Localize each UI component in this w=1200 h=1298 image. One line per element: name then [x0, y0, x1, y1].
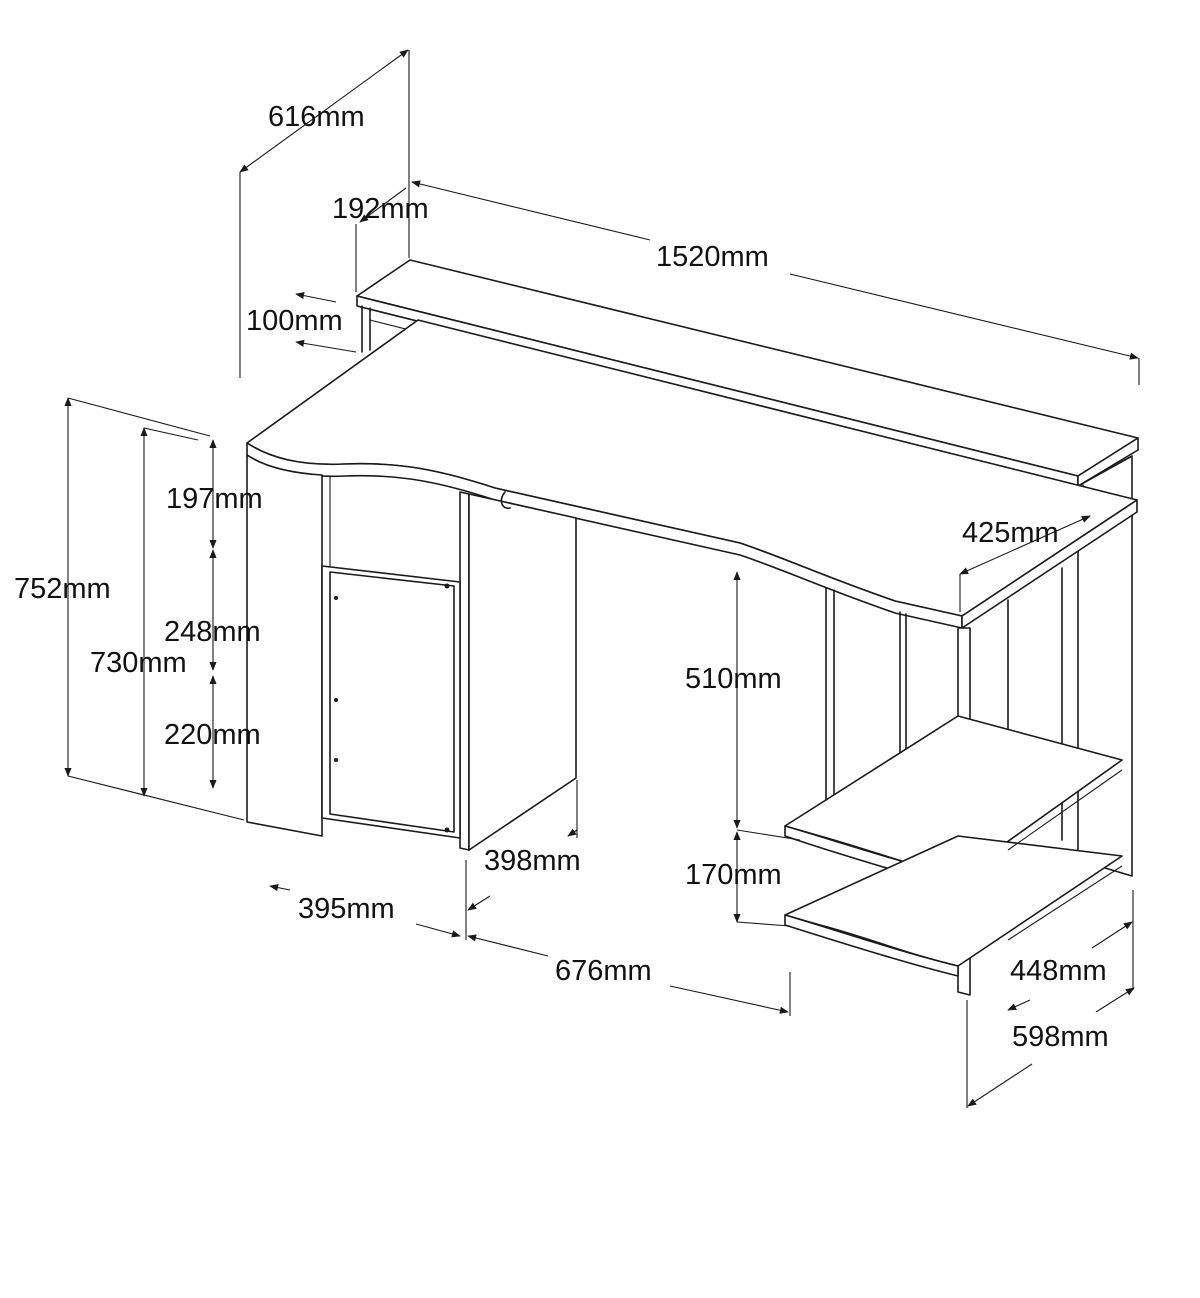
- dim-line-100-bottom: [295, 339, 357, 353]
- dim-line-398-top: [567, 828, 578, 837]
- desk-body: [246, 259, 1139, 996]
- dim-line-395-a: [269, 884, 291, 892]
- label-425: 425mm: [962, 517, 1059, 549]
- label-730: 730mm: [90, 647, 187, 679]
- dim-line-676-a: [467, 934, 549, 957]
- shelf-pin-1: [334, 596, 338, 600]
- dim-line-598-a: [967, 1063, 1033, 1107]
- label-752: 752mm: [14, 573, 111, 605]
- ext-730-top: [143, 427, 199, 441]
- dim-line-1520-a: [411, 180, 651, 241]
- label-616: 616mm: [268, 101, 365, 133]
- right-shelf-back-edge: [1007, 769, 1123, 941]
- dim-line-448-a: [1091, 921, 1133, 949]
- label-510: 510mm: [685, 663, 782, 695]
- label-170: 170mm: [685, 859, 782, 891]
- ext-170-bottom: [736, 921, 791, 927]
- dim-line-1520-b: [789, 273, 1139, 360]
- label-598: 598mm: [1012, 1021, 1109, 1053]
- label-395: 395mm: [298, 893, 395, 925]
- ext-752-bottom: [67, 775, 245, 821]
- left-cabinet-back: [329, 476, 461, 583]
- shelf-leg-left: [361, 305, 371, 353]
- label-398: 398mm: [484, 845, 581, 877]
- dimension-labels: 616mm 192mm 1520mm 100mm 425mm 197mm 752…: [14, 101, 1109, 1053]
- headphone-hook: [500, 491, 511, 510]
- dim-line-398-bottom: [467, 895, 491, 911]
- dim-line-616: [239, 49, 409, 173]
- dimension-lines: [64, 49, 1140, 1108]
- dim-line-425: [959, 515, 1091, 575]
- label-192: 192mm: [332, 193, 429, 225]
- shelf-pin-3: [334, 758, 338, 762]
- dim-line-100-top: [295, 292, 337, 303]
- label-248: 248mm: [164, 616, 261, 648]
- right-shelf-lower: [784, 835, 1123, 967]
- ext-752-top: [67, 397, 211, 437]
- door-hinge-bottom: [444, 827, 450, 833]
- cabinet-divider-panel: [459, 491, 470, 851]
- dim-line-448-b: [1007, 999, 1031, 1011]
- label-676: 676mm: [555, 955, 652, 987]
- label-1520: 1520mm: [656, 241, 769, 273]
- dim-line-676-b: [669, 985, 789, 1014]
- dim-line-598-b: [1095, 987, 1135, 1013]
- ext-510-bottom: [736, 829, 801, 841]
- shelf-pin-2: [334, 698, 338, 702]
- door-hinge-top: [444, 583, 450, 589]
- dim-line-192: [359, 187, 407, 223]
- label-220: 220mm: [164, 719, 261, 751]
- label-197: 197mm: [166, 483, 263, 515]
- label-448: 448mm: [1010, 955, 1107, 987]
- cabinet-door-inner: [329, 571, 455, 833]
- label-100: 100mm: [246, 305, 343, 337]
- dim-line-395-b: [415, 923, 461, 938]
- monitor-shelf-side: [1077, 437, 1139, 487]
- cabinet-back-panel: [468, 493, 577, 851]
- right-shelf-lower-edge: [784, 914, 959, 977]
